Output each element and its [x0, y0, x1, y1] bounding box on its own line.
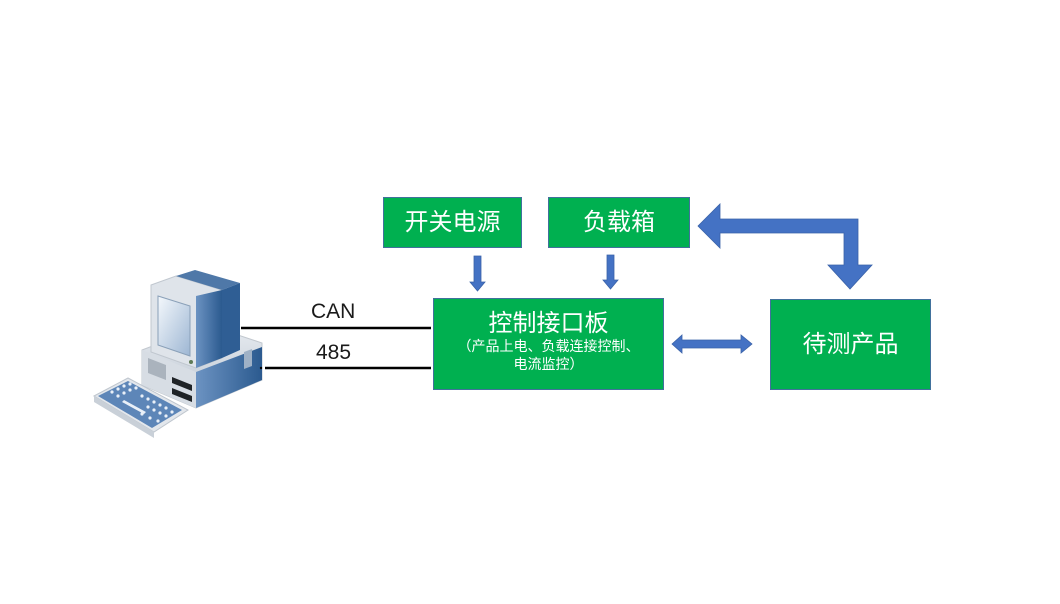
arrow-load-box-to-board [602, 254, 619, 290]
can-bus-label: CAN [311, 300, 356, 323]
node-switch-power-label: 开关电源 [404, 207, 501, 236]
node-dut: 待测产品 [770, 299, 931, 390]
node-control-board-sublabel-1: （产品上电、负载连接控制、 [457, 338, 640, 355]
rs485-bus-label: 485 [316, 341, 352, 364]
rs485-port-dot [259, 366, 263, 370]
node-load-box-label: 负载箱 [583, 207, 655, 236]
arrow-switch-power-to-board [469, 255, 486, 292]
elbow-arrow-load-box-dut [697, 203, 873, 290]
node-switch-power: 开关电源 [383, 197, 522, 248]
node-dut-label: 待测产品 [802, 329, 899, 358]
node-load-box: 负载箱 [548, 197, 690, 248]
desktop-computer-icon [92, 270, 263, 438]
node-control-board-sublabel-2: 电流监控） [513, 356, 584, 373]
double-arrow-board-dut [671, 334, 753, 354]
node-control-board: 控制接口板 （产品上电、负载连接控制、 电流监控） [433, 298, 664, 390]
node-control-board-label: 控制接口板 [488, 309, 609, 338]
